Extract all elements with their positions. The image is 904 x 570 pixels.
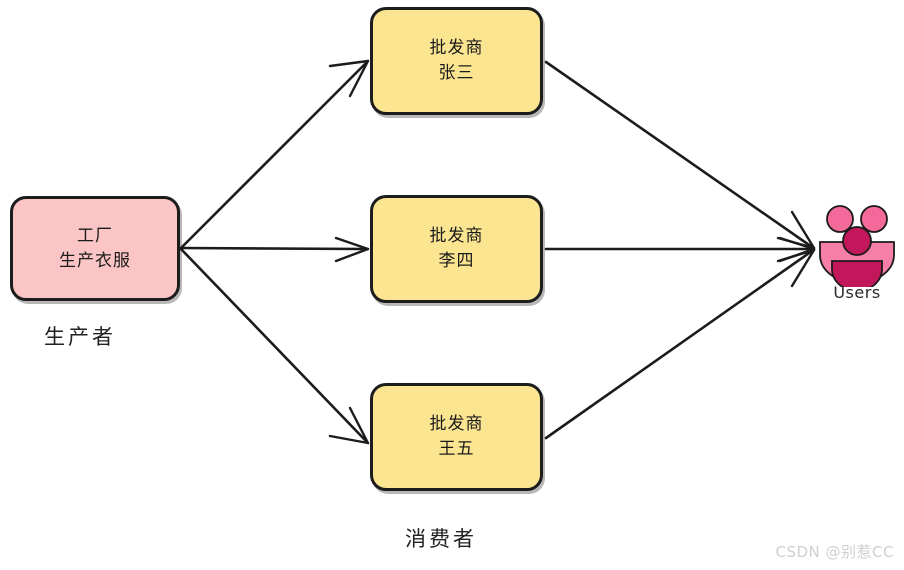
watermark: CSDN @别惹CC (775, 543, 894, 561)
factory-line-1: 工厂 (77, 225, 113, 246)
wholesaler-1-line-1: 批发商 (429, 38, 484, 59)
edge-zhangsan-to-users (544, 60, 816, 250)
users-group-icon (818, 197, 896, 292)
edge-factory-to-zhangsan (179, 59, 370, 250)
producer-caption: 生产者 (44, 325, 116, 349)
edge-factory-to-wangwu (179, 247, 370, 445)
wholesaler-wangwu-node[interactable]: 批发商 王五 (370, 383, 543, 491)
wholesaler-lisi-node[interactable]: 批发商 李四 (370, 195, 543, 303)
factory-line-2: 生产衣服 (59, 250, 131, 271)
consumer-caption: 消费者 (405, 527, 477, 551)
wholesaler-2-line-2: 李四 (438, 251, 475, 271)
wholesaler-3-line-2: 王五 (438, 439, 475, 459)
users-caption: Users (833, 283, 881, 302)
wholesaler-3-line-1: 批发商 (429, 414, 484, 435)
wholesaler-1-line-2: 张三 (438, 63, 475, 83)
wholesaler-zhangsan-node[interactable]: 批发商 张三 (370, 7, 543, 115)
edge-factory-to-lisi (179, 236, 370, 263)
edge-lisi-to-users (544, 236, 816, 263)
edge-wangwu-to-users (544, 248, 816, 440)
factory-node[interactable]: 工厂 生产衣服 (10, 196, 180, 301)
wholesaler-2-line-1: 批发商 (429, 226, 484, 247)
